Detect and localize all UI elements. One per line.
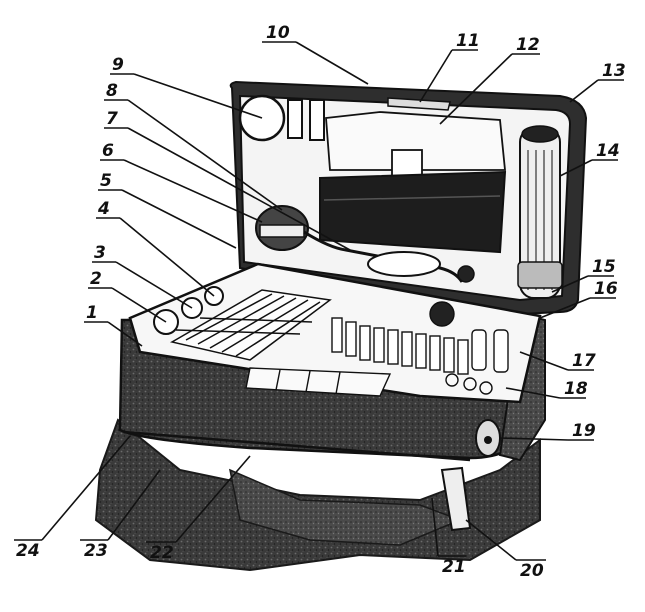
case-strap: [440, 466, 472, 532]
callout-label-6: 6: [102, 141, 114, 161]
callout-label-21: 21: [442, 557, 466, 577]
callout-label-24: 24: [16, 541, 40, 561]
callout-label-8: 8: [106, 81, 118, 101]
callout-label-12: 12: [516, 35, 540, 55]
callout-label-13: 13: [602, 61, 626, 81]
lid-booklet: [391, 149, 423, 179]
callout-label-2: 2: [90, 269, 102, 289]
callout-label-23: 23: [84, 541, 108, 561]
lid-clip-right: [309, 99, 325, 141]
callout-label-1: 1: [86, 303, 98, 323]
lid-clip-left: [287, 99, 303, 139]
callout-label-9: 9: [112, 55, 124, 75]
callout-label-5: 5: [100, 171, 112, 191]
bulb-valve: [457, 265, 475, 283]
callout-label-10: 10: [266, 23, 290, 43]
callout-label-16: 16: [594, 279, 618, 299]
callout-label-17: 17: [572, 351, 596, 371]
callout-label-22: 22: [150, 543, 174, 563]
cylinder-container: [517, 125, 563, 299]
case-bottom-edge: [123, 430, 471, 462]
lid-pocket: [319, 170, 507, 254]
vials-group: [331, 301, 509, 375]
cloth-flap: [228, 468, 463, 546]
callout-label-14: 14: [596, 141, 620, 161]
callout-label-18: 18: [564, 379, 588, 399]
callout-label-7: 7: [106, 109, 118, 129]
lid-papers: [325, 111, 506, 171]
lid-strap: [387, 97, 451, 111]
callout-label-19: 19: [572, 421, 596, 441]
callout-lines: [14, 41, 624, 561]
mask-item: [255, 205, 309, 251]
callout-label-3: 3: [94, 243, 106, 263]
callout-label-11: 11: [456, 31, 480, 51]
tray-items: [245, 367, 493, 397]
rubber-bulb: [367, 251, 441, 277]
ampoule-compartment: [169, 289, 332, 361]
case-lock: [475, 419, 501, 457]
callout-label-20: 20: [520, 561, 544, 581]
callout-label-15: 15: [592, 257, 616, 277]
callout-label-4: 4: [97, 199, 110, 219]
